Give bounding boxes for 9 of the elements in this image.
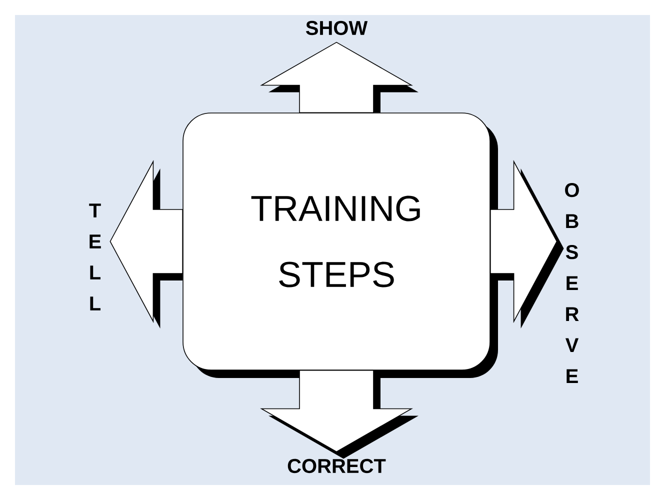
block-arrow [490, 160, 564, 328]
step-label: OBSERVE [565, 183, 579, 383]
block-arrow [260, 370, 418, 459]
block-arrow [260, 42, 418, 113]
step-label: CORRECT [288, 458, 386, 474]
step-label: SHOW [306, 20, 368, 36]
process-box: TRAINING STEPS [182, 112, 490, 370]
step-label: TELL [89, 204, 101, 310]
block-arrow [110, 160, 183, 328]
